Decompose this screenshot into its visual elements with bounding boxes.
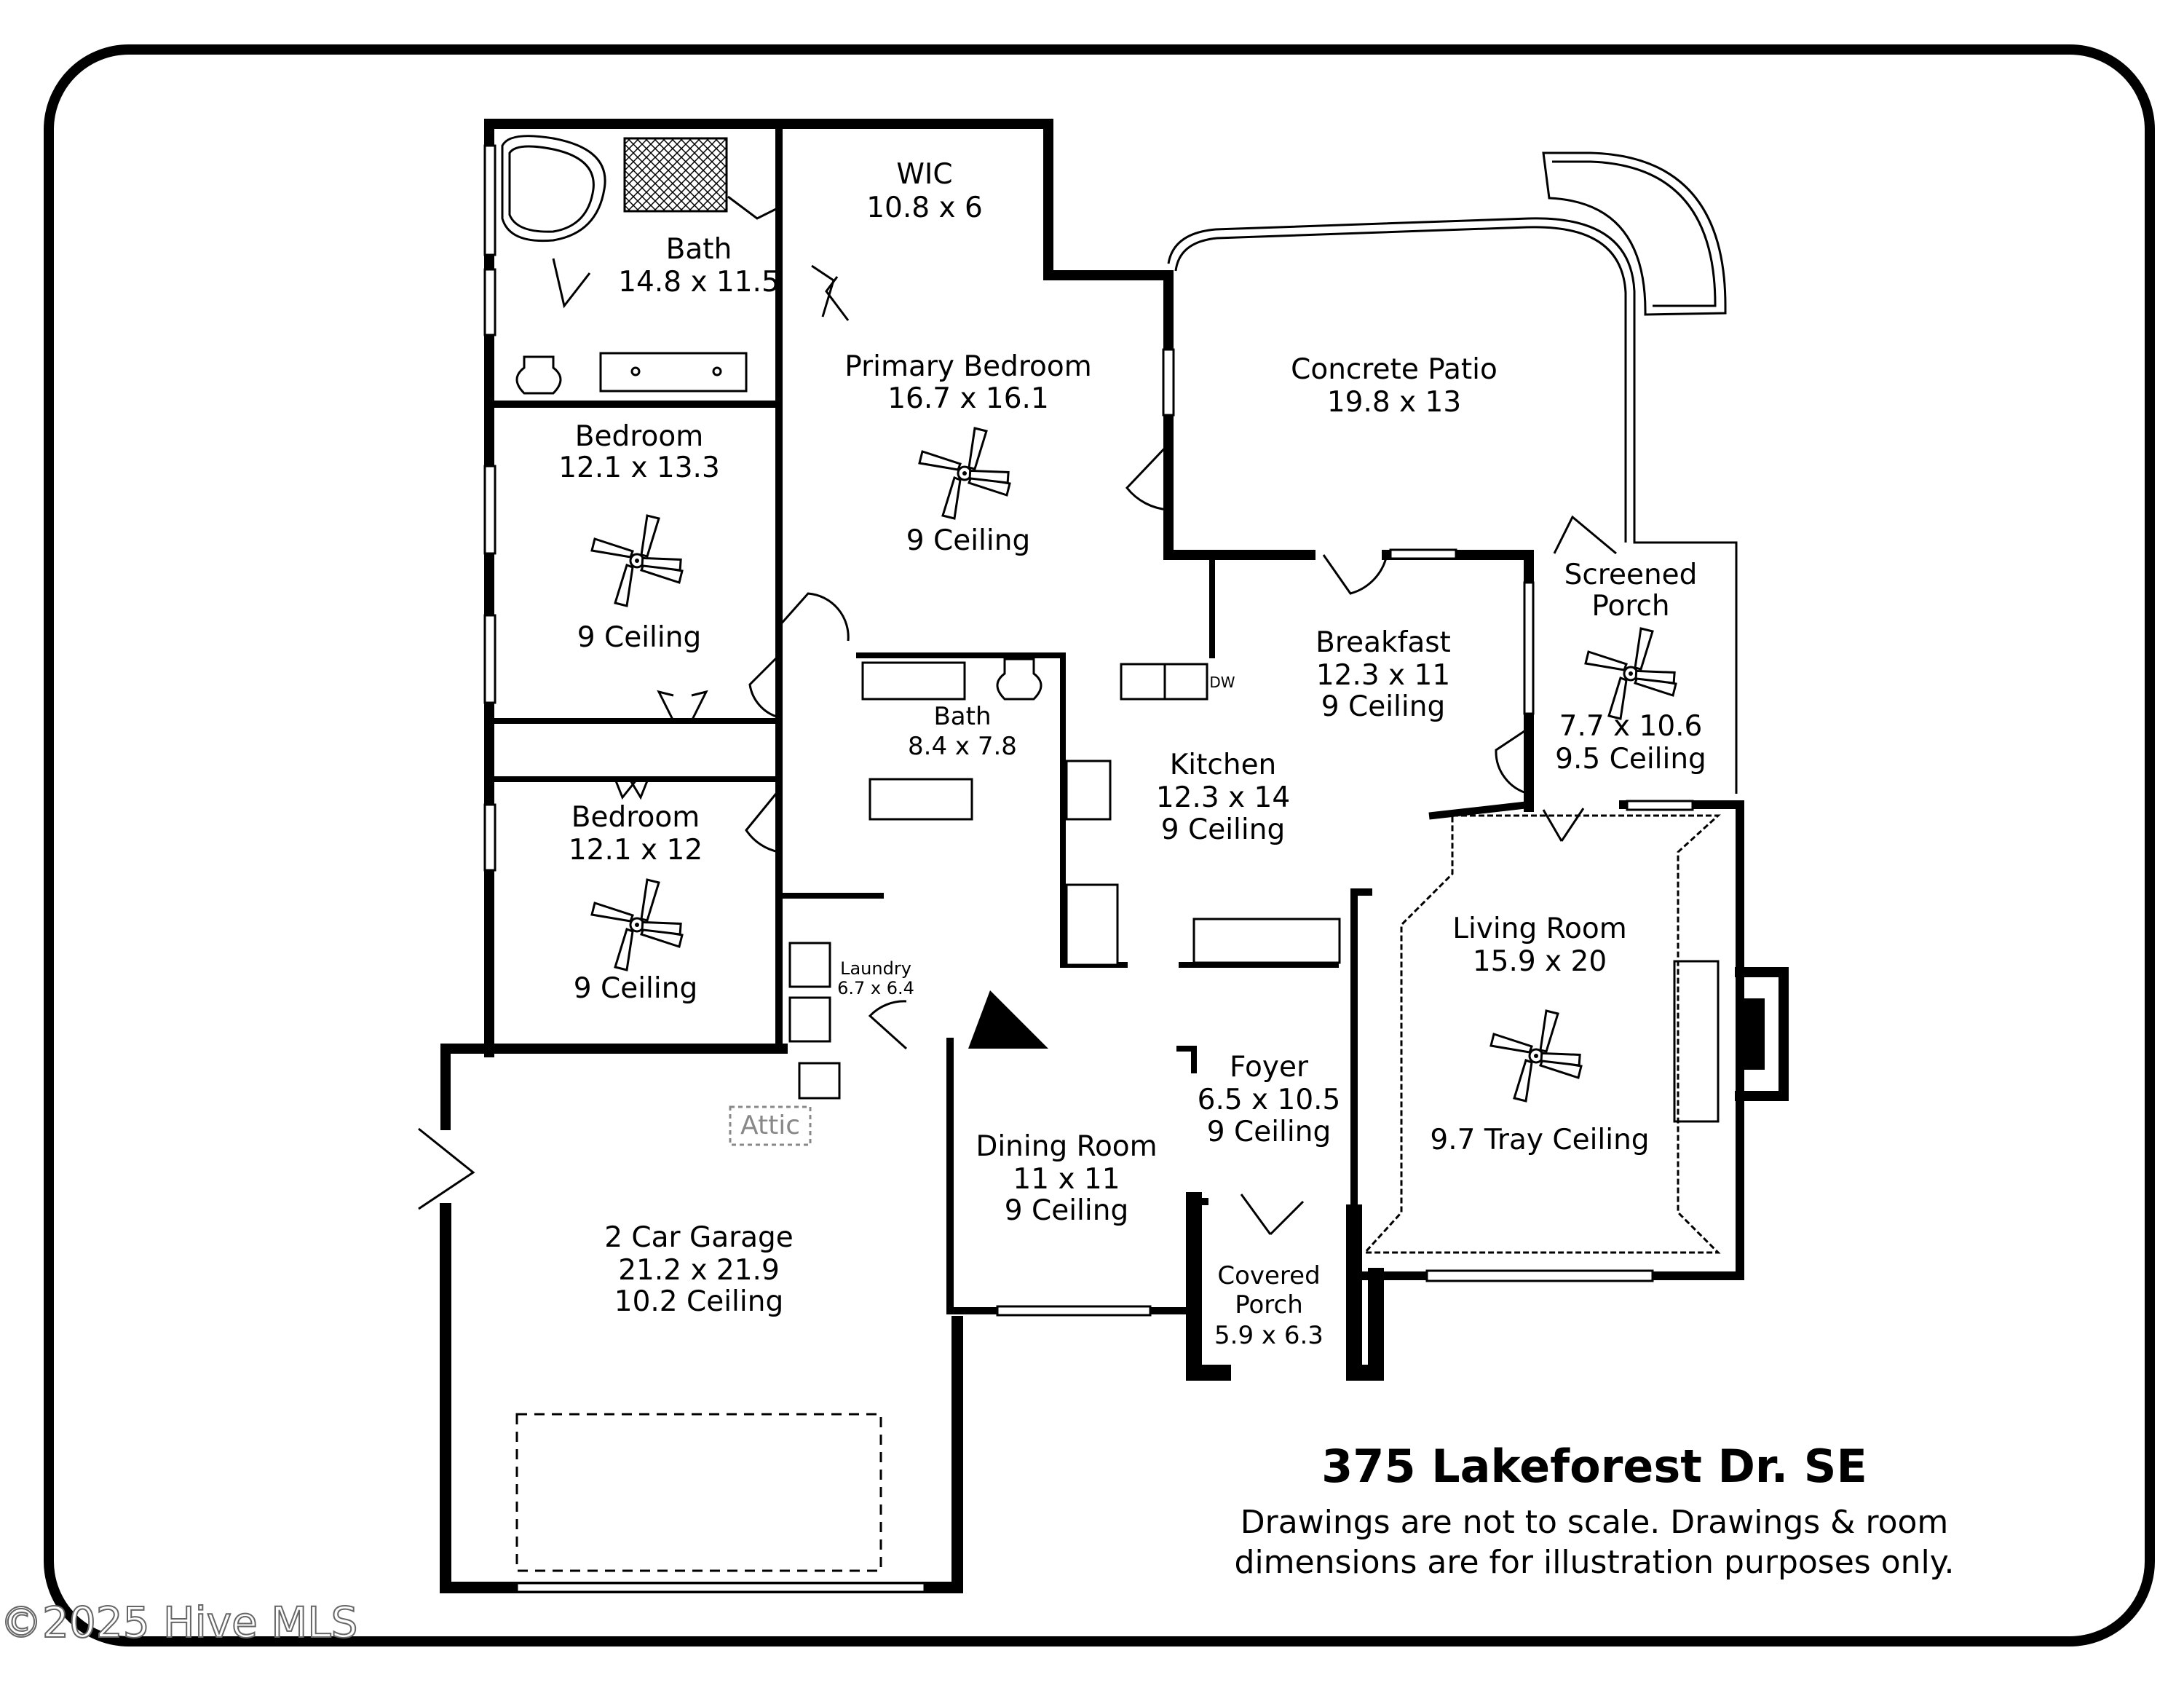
room-covered-porch-line2: Porch <box>1235 1290 1303 1320</box>
room-garage-name: 2 Car Garage <box>604 1221 794 1254</box>
room-foyer-dims: 6.5 x 10.5 <box>1198 1084 1341 1116</box>
disclaimer-line-2: dimensions are for illustration purposes… <box>1235 1544 1955 1581</box>
watermark: ©2025 Hive MLS <box>0 1598 357 1647</box>
room-kitchen-ceiling: 9 Ceiling <box>1161 813 1285 846</box>
room-breakfast-dims: 12.3 x 11 <box>1316 659 1450 692</box>
room-kitchen-dims: 12.3 x 14 <box>1156 781 1290 814</box>
room-garage-ceiling: 10.2 Ceiling <box>614 1285 783 1318</box>
room-breakfast-name: Breakfast <box>1315 626 1451 659</box>
room-bedroom-2-ceiling: 9 Ceiling <box>577 621 701 654</box>
room-living-room-ceiling: 9.7 Tray Ceiling <box>1430 1124 1649 1156</box>
room-living-room-dims: 15.9 x 20 <box>1473 945 1607 978</box>
room-breakfast-ceiling: 9 Ceiling <box>1321 690 1445 723</box>
room-primary-bath-name: Bath <box>666 233 732 266</box>
room-hall-bath-dims: 8.4 x 7.8 <box>908 732 1017 761</box>
disclaimer-line-1: Drawings are not to scale. Drawings & ro… <box>1241 1504 1949 1541</box>
wall-wedge <box>968 990 1048 1049</box>
attic-label: Attic <box>740 1111 800 1140</box>
attic-outline <box>729 1105 812 1146</box>
room-screened-porch-ceiling: 9.5 Ceiling <box>1555 743 1706 776</box>
room-concrete-patio-dims: 19.8 x 13 <box>1327 386 1461 419</box>
room-laundry-name: Laundry <box>840 958 911 979</box>
room-covered-porch-line1: Covered <box>1217 1261 1320 1290</box>
room-bedroom-3-ceiling: 9 Ceiling <box>574 972 697 1005</box>
windows <box>483 144 1694 1593</box>
room-hall-bath-name: Bath <box>933 702 991 731</box>
room-dining-room-name: Dining Room <box>976 1130 1157 1163</box>
room-foyer-name: Foyer <box>1230 1051 1309 1084</box>
room-garage-dims: 21.2 x 21.9 <box>618 1254 780 1287</box>
page-frame <box>44 44 2155 1646</box>
room-primary-bedroom-dims: 16.7 x 16.1 <box>887 382 1049 415</box>
doors <box>418 195 1617 1236</box>
patio-outline <box>1167 151 1738 794</box>
room-wic-dims: 10.8 x 6 <box>866 192 983 224</box>
room-primary-bath-dims: 14.8 x 11.5 <box>618 266 780 299</box>
room-foyer-ceiling: 9 Ceiling <box>1207 1116 1331 1148</box>
room-bedroom-3-name: Bedroom <box>571 801 700 834</box>
room-dining-room-ceiling: 9 Ceiling <box>1005 1194 1128 1227</box>
room-concrete-patio-name: Concrete Patio <box>1291 353 1497 386</box>
room-living-room-name: Living Room <box>1452 912 1626 945</box>
room-screened-porch-line1: Screened <box>1564 559 1698 591</box>
room-labels: WIC 10.8 x 6 Bath 14.8 x 11.5 Primary Be… <box>558 158 1706 1350</box>
room-screened-porch-line2: Porch <box>1591 590 1669 623</box>
room-laundry-dims: 6.7 x 6.4 <box>837 978 914 998</box>
room-covered-porch-dims: 5.9 x 6.3 <box>1214 1321 1324 1350</box>
room-primary-bedroom-name: Primary Bedroom <box>844 350 1092 383</box>
fixtures <box>501 135 1720 1123</box>
room-bedroom-2-dims: 12.1 x 13.3 <box>558 451 720 484</box>
garage-car-outline <box>515 1413 882 1572</box>
room-screened-porch-dims: 7.7 x 10.6 <box>1559 710 1703 743</box>
room-bedroom-3-dims: 12.1 x 12 <box>569 834 703 867</box>
tray-ceiling-outline <box>1362 814 1721 1254</box>
property-address: 375 Lakeforest Dr. SE <box>1321 1440 1867 1493</box>
room-kitchen-name: Kitchen <box>1170 749 1277 781</box>
room-primary-bedroom-ceiling: 9 Ceiling <box>906 524 1030 557</box>
room-wic-name: WIC <box>896 158 952 191</box>
room-bedroom-2-name: Bedroom <box>575 420 703 453</box>
ceiling-fans <box>590 427 1679 1103</box>
room-dining-room-dims: 11 x 11 <box>1013 1163 1120 1196</box>
dishwasher-label: DW <box>1209 674 1235 691</box>
